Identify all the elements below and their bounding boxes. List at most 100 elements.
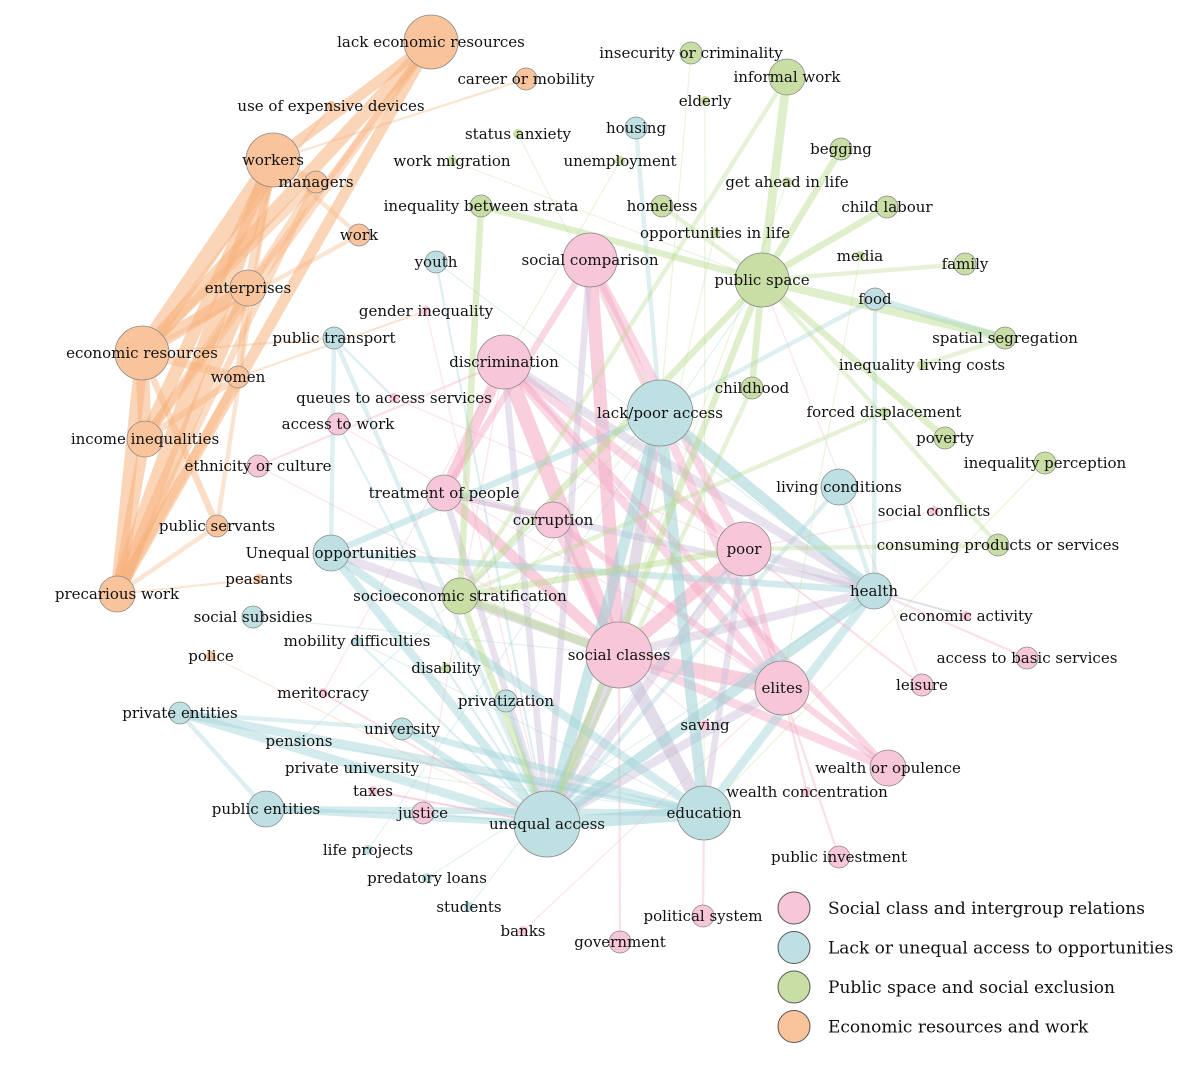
edge <box>298 412 661 742</box>
node-label: ethnicity or culture <box>184 457 331 475</box>
node-private-entities <box>168 701 192 725</box>
node-meritocracy <box>318 688 328 698</box>
node-work <box>347 223 371 247</box>
edge <box>780 686 841 859</box>
edge <box>503 160 621 363</box>
edge <box>140 37 436 444</box>
node-layer <box>98 14 1057 954</box>
node-enterprises <box>229 269 267 307</box>
node-corruption <box>534 501 572 539</box>
node-label: queues to access services <box>296 389 492 407</box>
edge <box>327 409 664 557</box>
node-work-migration <box>447 156 457 166</box>
edge <box>328 335 337 556</box>
edge <box>500 358 892 772</box>
edge <box>214 157 276 529</box>
edge <box>477 202 766 284</box>
legend-label: Economic resources and work <box>828 1018 1089 1038</box>
node-label: university <box>364 720 440 738</box>
node-elites <box>754 660 810 716</box>
node-label: lack economic resources <box>337 33 525 51</box>
edge <box>140 336 336 355</box>
node-label: peasants <box>225 570 292 588</box>
edge <box>614 650 893 773</box>
edge <box>541 407 666 830</box>
edge <box>434 260 549 826</box>
legend-swatch <box>777 970 811 1004</box>
edge <box>871 295 1009 342</box>
edge <box>267 36 437 166</box>
edge <box>617 653 622 944</box>
legend-item: Social class and intergroup relations <box>777 891 1145 925</box>
edge <box>919 335 1008 368</box>
edge <box>355 639 549 826</box>
node-government <box>608 930 632 954</box>
node-informal-work <box>768 58 806 96</box>
edge <box>542 544 749 829</box>
edge <box>544 484 842 827</box>
node-label: discrimination <box>449 353 559 371</box>
edge <box>543 256 594 828</box>
node-socioeconomic-strat <box>441 577 479 615</box>
node-social-comparison <box>562 232 618 288</box>
edge <box>140 283 253 444</box>
edge <box>244 178 320 292</box>
node-disability <box>441 663 451 673</box>
edge <box>438 487 625 661</box>
node-workers <box>245 132 301 188</box>
edge <box>872 589 1029 660</box>
node-predatory-loans <box>422 873 432 883</box>
node-label: pensions <box>265 732 332 750</box>
edge <box>326 548 709 818</box>
node-homeless <box>650 194 674 218</box>
node-label: workers <box>242 151 304 169</box>
legend-item: Economic resources and work <box>777 1010 1089 1043</box>
node-youth <box>424 250 448 274</box>
node-label: inequality perception <box>964 454 1127 472</box>
edge <box>871 296 878 594</box>
edge <box>585 255 787 693</box>
edge <box>337 423 783 689</box>
legend-item: Public space and social exclusion <box>777 970 1115 1004</box>
node-label: life projects <box>323 841 413 859</box>
node-lack-poor-access <box>626 379 694 447</box>
edge <box>115 577 261 596</box>
node-saving <box>700 720 710 730</box>
edge <box>654 407 880 597</box>
node-poverty <box>933 426 957 450</box>
node-label: food <box>858 290 892 308</box>
edge <box>743 510 935 550</box>
node-food <box>863 287 887 311</box>
node-treatment-people <box>425 474 463 512</box>
node-label: leisure <box>896 676 948 694</box>
edge <box>271 77 528 162</box>
node-queues <box>389 393 399 403</box>
edge <box>262 805 551 828</box>
node-label: consuming products or services <box>877 536 1119 554</box>
node-status-anxiety <box>513 129 523 139</box>
edge <box>544 385 755 827</box>
node-label: students <box>436 898 501 916</box>
node-housing <box>624 116 648 140</box>
edge <box>468 548 745 908</box>
edge <box>113 178 320 598</box>
node-label: public servants <box>159 517 275 535</box>
node-label: wealth concentration <box>726 783 888 801</box>
node-label: private university <box>285 759 420 777</box>
edge <box>210 655 548 825</box>
node-managers <box>304 170 328 194</box>
node-public-space <box>734 252 790 308</box>
node-label: public entities <box>212 800 320 818</box>
legend-item: Lack or unequal access to opportunities <box>777 931 1173 964</box>
node-label: informal work <box>733 68 841 86</box>
node-unemployment <box>615 156 625 166</box>
edge <box>457 74 790 599</box>
edge <box>445 412 661 669</box>
node-unequal-access <box>513 790 581 858</box>
node-label: enterprises <box>205 279 291 297</box>
node-peasants <box>254 574 264 584</box>
node-label: mobility difficulties <box>284 632 431 650</box>
node-elderly <box>700 96 710 106</box>
node-label: public investment <box>771 848 907 866</box>
node-child-labour <box>875 195 899 219</box>
